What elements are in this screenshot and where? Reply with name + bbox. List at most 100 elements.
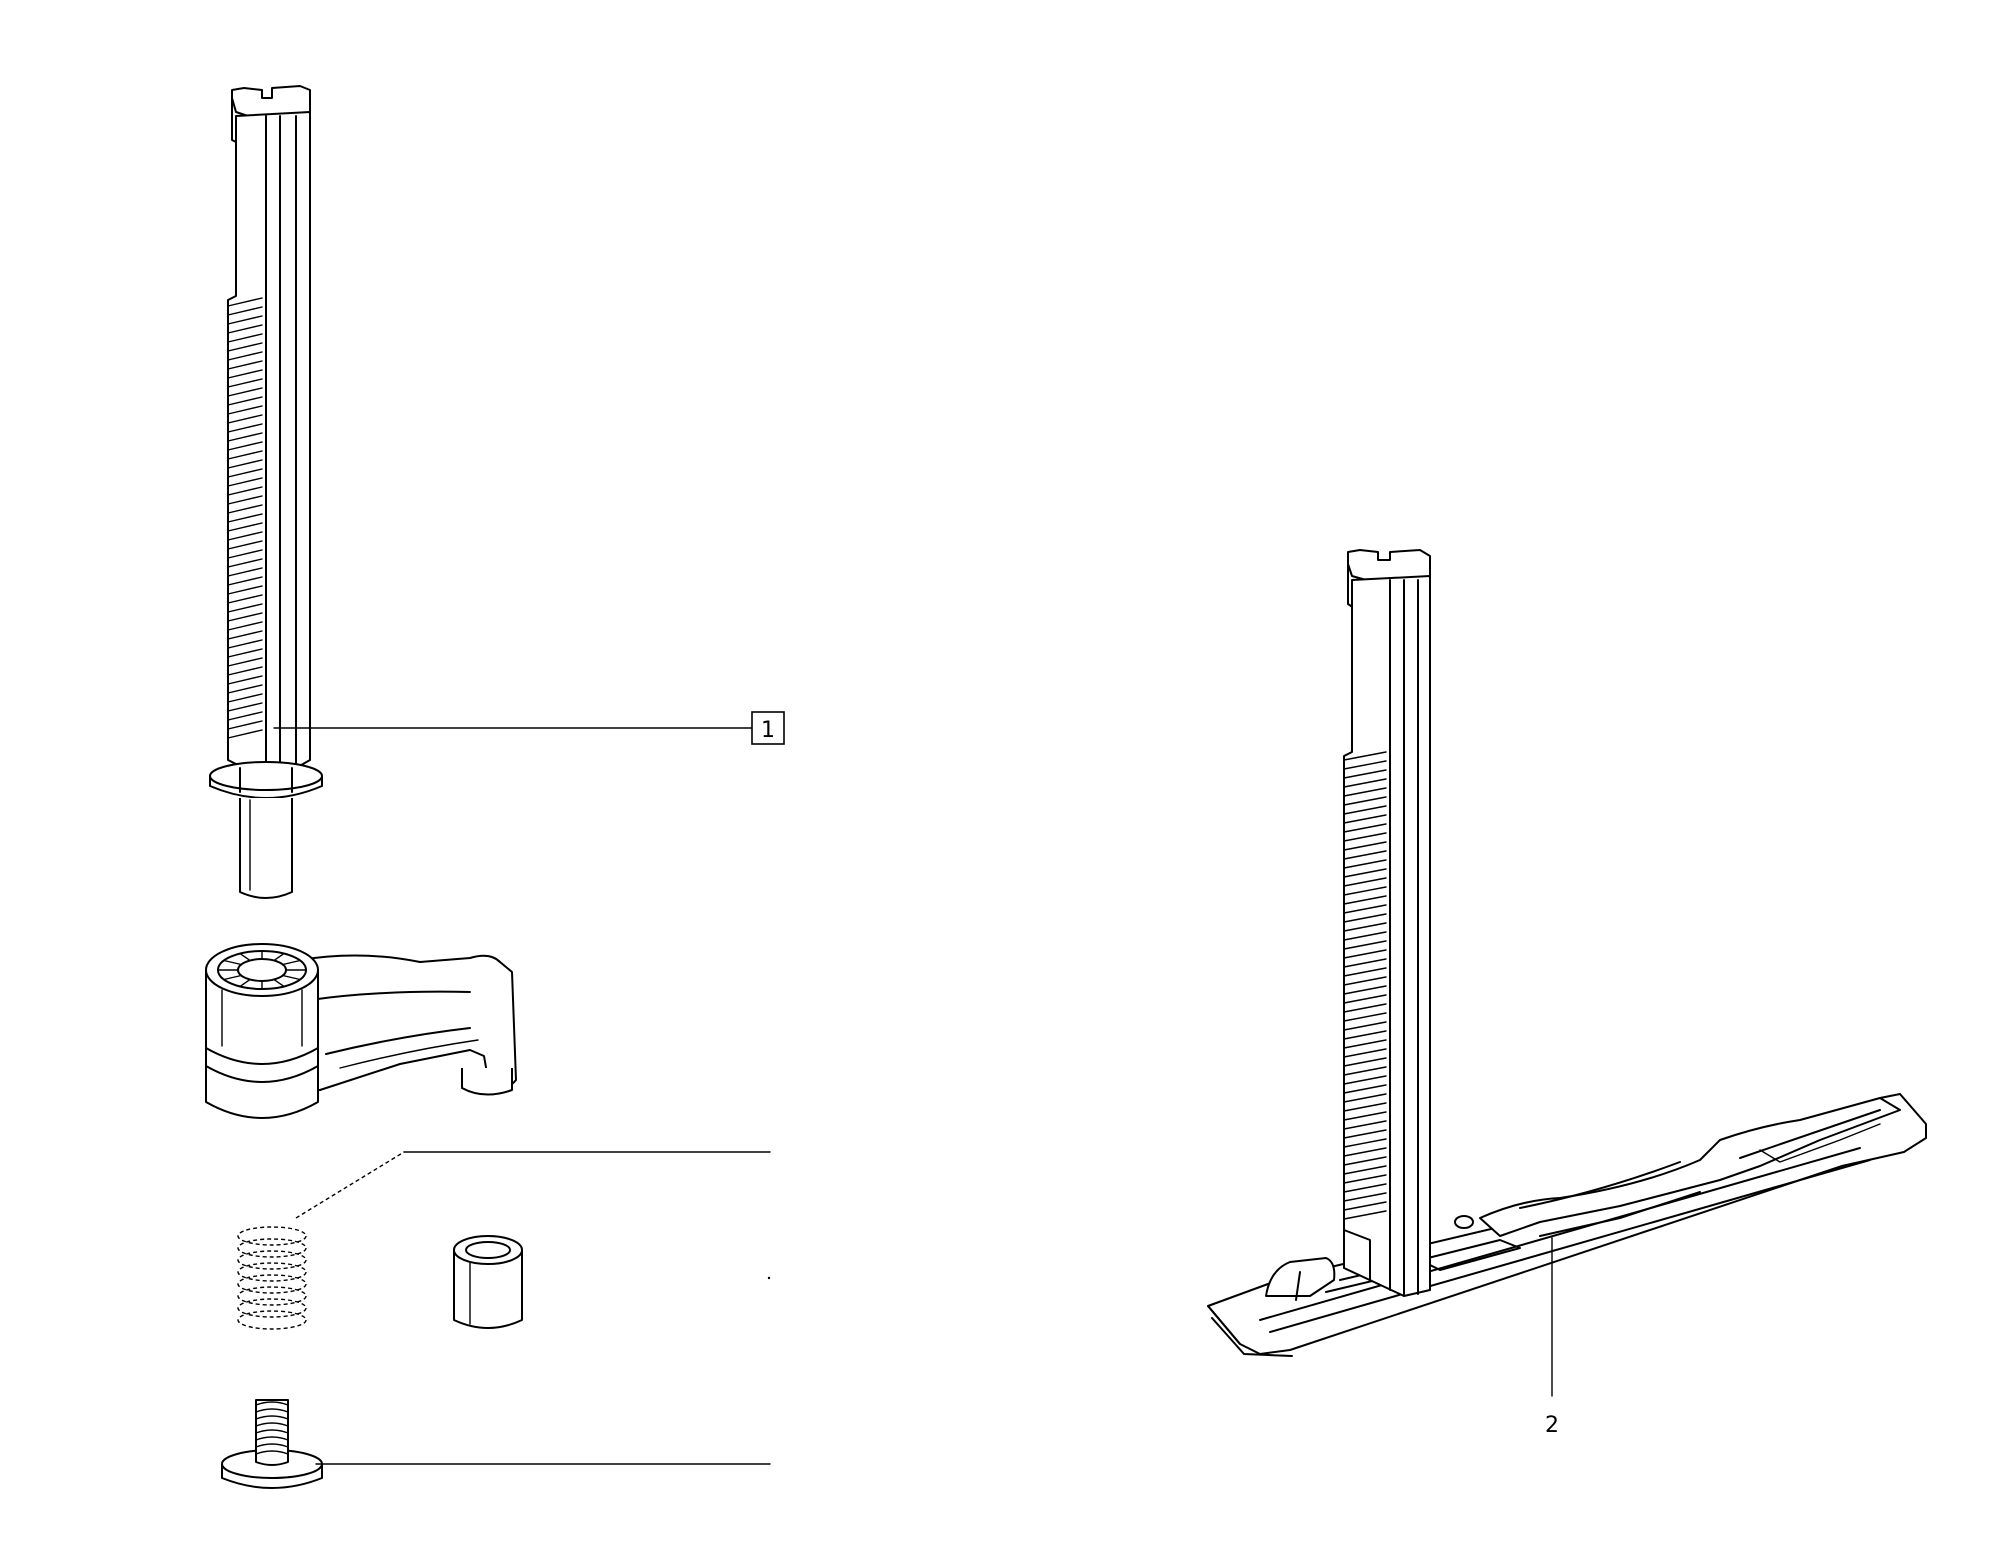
rack-tooth: [1343, 1174, 1387, 1184]
rack-tooth: [227, 693, 263, 703]
rack-tooth: [227, 612, 263, 622]
rack-tooth: [1343, 1012, 1387, 1022]
rack-tooth: [1343, 1120, 1387, 1130]
rack-tooth: [227, 720, 263, 730]
crank-lever: [205, 943, 517, 1119]
rack-tooth: [1343, 814, 1387, 824]
rack-tooth: [1343, 1129, 1387, 1139]
rack-tooth: [1343, 1003, 1387, 1013]
hub-spline: [282, 974, 301, 981]
rack-tooth: [227, 504, 263, 514]
rack-tooth: [1343, 1201, 1387, 1211]
rack-tooth: [227, 576, 263, 586]
rack-tooth: [1343, 1147, 1387, 1157]
rack-tooth: [1343, 841, 1387, 851]
rack-tooth: [227, 414, 263, 424]
rack-tooth: [1343, 931, 1387, 941]
rack-tooth: [227, 351, 263, 361]
rack-tooth: [1343, 1057, 1387, 1067]
rack-tooth: [1343, 1093, 1387, 1103]
rack-tooth: [227, 495, 263, 505]
hub-spline: [239, 978, 251, 988]
screw-thread-turn: [255, 1408, 289, 1413]
hub-spline: [239, 952, 251, 962]
screw-thread-turn: [255, 1443, 289, 1448]
rack-tooth: [1343, 1075, 1387, 1085]
rack-tooth: [1343, 958, 1387, 968]
rack-tooth: [227, 441, 263, 451]
spring-coil: [237, 1238, 307, 1258]
rack-tooth: [227, 450, 263, 460]
leader-spring: [295, 1151, 771, 1219]
rack-tooth: [1343, 976, 1387, 986]
rack-tooth: [227, 657, 263, 667]
rack-tooth: [1343, 1210, 1387, 1220]
rack-tooth: [227, 675, 263, 685]
spring-coil: [237, 1274, 307, 1294]
rack-tooth: [1343, 877, 1387, 887]
rack-tooth: [227, 333, 263, 343]
rack-tooth: [1343, 1066, 1387, 1076]
rack-tooth: [227, 702, 263, 712]
rack-tooth: [227, 423, 263, 433]
rack-tooth: [227, 648, 263, 658]
rack-tooth: [227, 342, 263, 352]
rack-tooth: [227, 324, 263, 334]
rack-tooth: [227, 594, 263, 604]
rack-tooth: [227, 432, 263, 442]
base-with-rack: [1207, 549, 1927, 1357]
rack-tooth: [227, 684, 263, 694]
rack-tooth: [227, 459, 263, 469]
rack-tooth: [227, 360, 263, 370]
hub-spline: [273, 952, 285, 962]
spring-coil: [237, 1226, 307, 1246]
rack-tooth: [227, 396, 263, 406]
rack-tooth: [1343, 886, 1387, 896]
rack-tooth: [227, 621, 263, 631]
rack-tooth: [1343, 805, 1387, 815]
rack-tooth: [227, 603, 263, 613]
hub-spline: [273, 978, 285, 988]
rack-tooth: [1343, 1048, 1387, 1058]
rack-tooth: [1343, 1111, 1387, 1121]
rack-tooth: [227, 630, 263, 640]
sleeve: [453, 1235, 523, 1329]
callout-2-label: 2: [1545, 1413, 1559, 1438]
rack-tooth: [1343, 1138, 1387, 1148]
rack-tooth: [227, 486, 263, 496]
screw-thread-turn: [255, 1401, 289, 1406]
rack-tooth: [1343, 1192, 1387, 1202]
shoulder-screw: [221, 1399, 771, 1489]
spring-coil: [237, 1262, 307, 1282]
rack-teeth-right: [1343, 751, 1387, 1220]
rack-tooth: [1343, 1084, 1387, 1094]
rack-tooth: [1343, 751, 1387, 761]
rack-tooth: [227, 522, 263, 532]
rack-tooth: [1343, 985, 1387, 995]
rack-tooth: [1343, 796, 1387, 806]
rack-tooth: [1343, 769, 1387, 779]
hub-spline: [223, 974, 242, 981]
rack-tooth: [227, 585, 263, 595]
callout-1-label: 1: [761, 718, 775, 743]
screw-thread-turn: [255, 1422, 289, 1427]
rack-tooth: [227, 387, 263, 397]
rack-tooth: [227, 513, 263, 523]
rack-tooth: [227, 369, 263, 379]
rack-tooth: [227, 729, 263, 739]
rack-tooth: [1343, 823, 1387, 833]
rack-tooth: [1343, 868, 1387, 878]
rack-tooth: [227, 306, 263, 316]
rack-teeth: [227, 297, 263, 739]
rack-tooth: [1343, 1102, 1387, 1112]
compression-spring: [237, 1226, 307, 1330]
rack-tooth: [1343, 922, 1387, 932]
rack-tooth: [1343, 832, 1387, 842]
rack-tooth: [1343, 913, 1387, 923]
rack-tooth: [1343, 994, 1387, 1004]
rack-shaft: [209, 85, 323, 899]
rack-tooth: [1343, 1165, 1387, 1175]
rack-tooth: [227, 639, 263, 649]
rack-tooth: [1343, 967, 1387, 977]
